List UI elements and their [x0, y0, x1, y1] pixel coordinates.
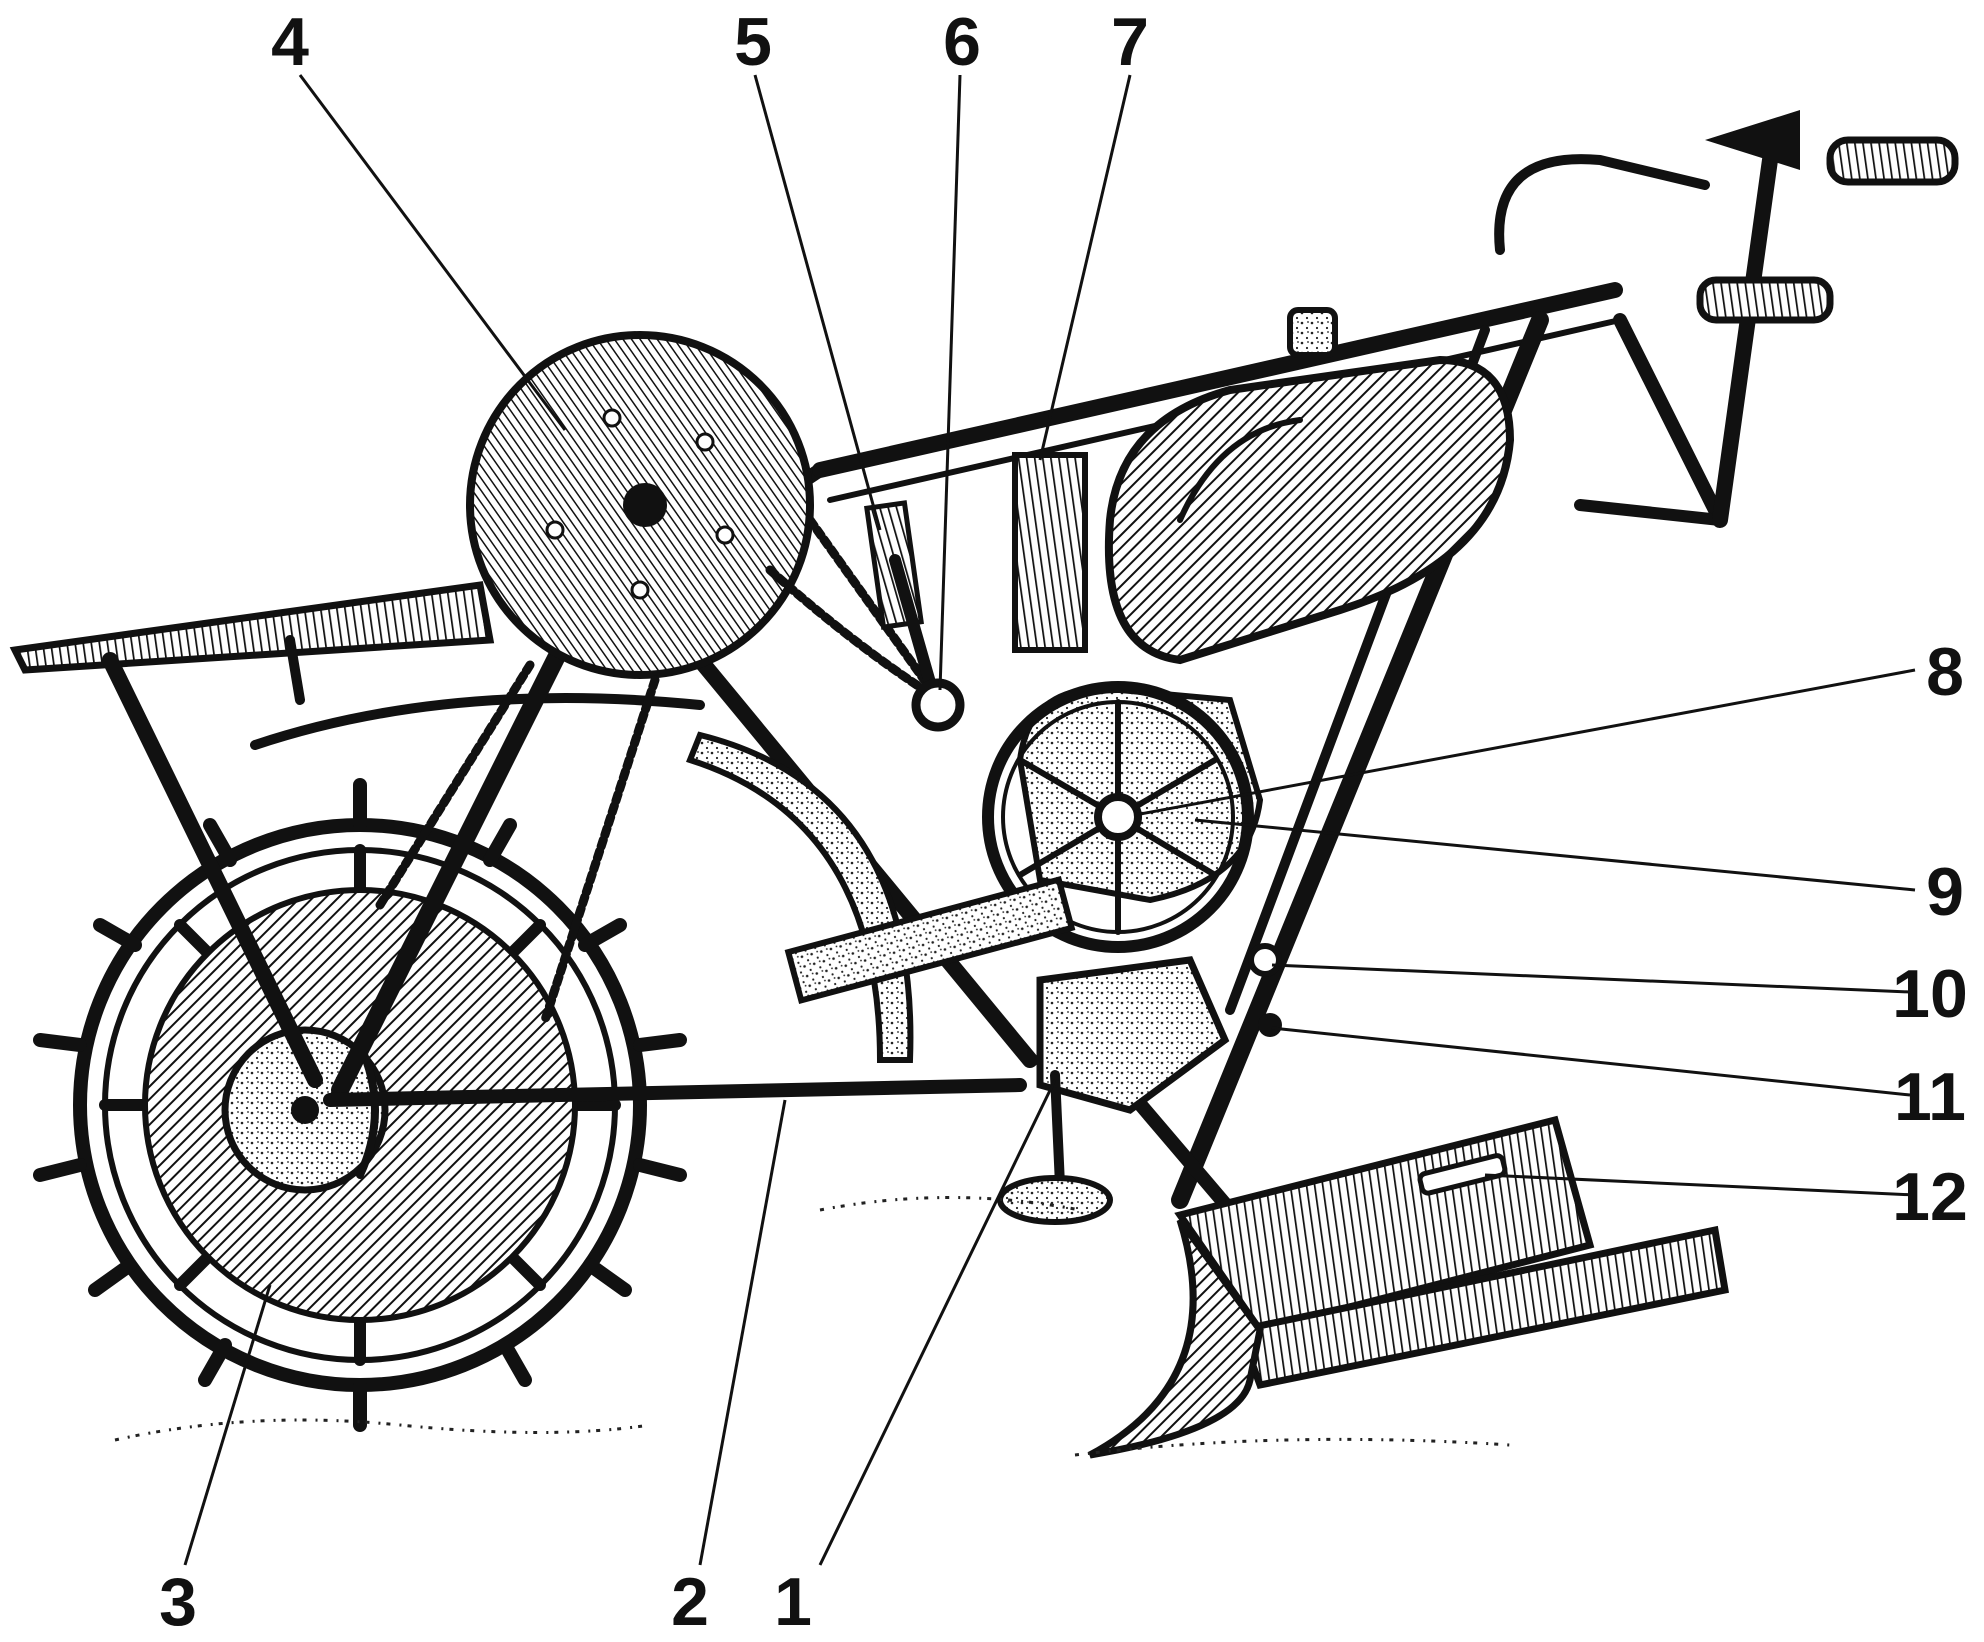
- leader-6: [938, 74, 962, 691]
- label-2: 2: [671, 1564, 709, 1640]
- callout-labels: 1 2 3 4 5 6 7 8 9 10 11 12: [159, 4, 1968, 1640]
- upper-pulley: [466, 331, 814, 679]
- leader-3: [183, 1284, 272, 1566]
- engine: [784, 681, 1282, 1114]
- leader-lines: [183, 74, 1916, 1566]
- label-7: 7: [1111, 4, 1149, 80]
- leader-1: [818, 1079, 1057, 1566]
- leader-4: [298, 74, 567, 431]
- leader-7: [1038, 74, 1132, 461]
- plough: [1088, 1115, 1730, 1459]
- drive-chains: [375, 515, 945, 1025]
- fuel-tank: [1104, 307, 1515, 665]
- label-1: 1: [774, 1564, 812, 1640]
- leader-2: [698, 1099, 787, 1566]
- label-9: 9: [1926, 854, 1964, 930]
- label-4: 4: [271, 4, 309, 80]
- leader-5: [753, 74, 882, 531]
- leader-8: [1134, 668, 1916, 817]
- rear-carrier: [9, 581, 705, 1088]
- handlebar: [1494, 110, 1959, 528]
- label-11: 11: [1894, 1059, 1966, 1135]
- leader-10: [1271, 963, 1911, 994]
- label-12: 12: [1892, 1159, 1968, 1235]
- label-6: 6: [943, 4, 981, 80]
- label-10: 10: [1892, 956, 1968, 1032]
- label-8: 8: [1926, 634, 1964, 710]
- leader-9: [1194, 818, 1916, 892]
- mudguard: [686, 731, 914, 1063]
- leader-11: [1271, 1026, 1911, 1097]
- label-3: 3: [159, 1564, 197, 1640]
- label-5: 5: [734, 4, 772, 80]
- ground: [114, 1196, 1511, 1457]
- support-foot: [997, 1070, 1113, 1225]
- air-filter: [1012, 452, 1088, 653]
- chain-tensioner: [864, 500, 965, 732]
- leader-12: [1484, 1173, 1916, 1197]
- wheel-lugs: [33, 778, 687, 1432]
